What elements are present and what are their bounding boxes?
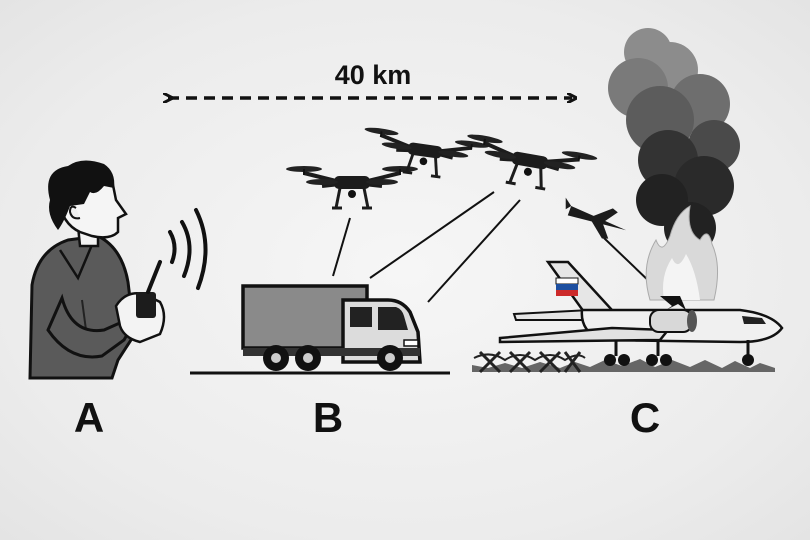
- drone-1: [284, 164, 420, 210]
- relay-truck: [241, 284, 422, 371]
- russian-flag-marking: [555, 277, 579, 296]
- drone-link-lines: [332, 191, 653, 303]
- fire-flames: [645, 205, 718, 301]
- target-airplane: [498, 260, 784, 366]
- attack-drone: [565, 197, 627, 239]
- operator-person: [28, 160, 166, 380]
- truck-side-window: [350, 307, 372, 327]
- truck-window: [378, 307, 408, 330]
- drone-3: [458, 130, 600, 200]
- smoke-plume: [608, 28, 740, 254]
- remote-controller: [136, 292, 156, 318]
- distance-label: 40 km: [335, 60, 412, 90]
- operator-ear: [68, 205, 81, 220]
- airplane-landing-gear: [604, 340, 754, 366]
- airplane-wing: [498, 326, 671, 344]
- barbed-wire-barrier: [473, 350, 586, 374]
- label-b: B: [313, 394, 343, 441]
- controller-antenna: [146, 260, 162, 294]
- airplane-cockpit-window: [742, 316, 766, 324]
- label-a: A: [74, 394, 104, 441]
- operator-hair: [48, 160, 115, 230]
- label-c: C: [630, 394, 660, 441]
- distance-indicator: 40 km: [168, 60, 572, 98]
- radio-signal-waves: [168, 208, 208, 290]
- airplane-engine: [649, 296, 697, 333]
- truck-wheels: [263, 345, 403, 371]
